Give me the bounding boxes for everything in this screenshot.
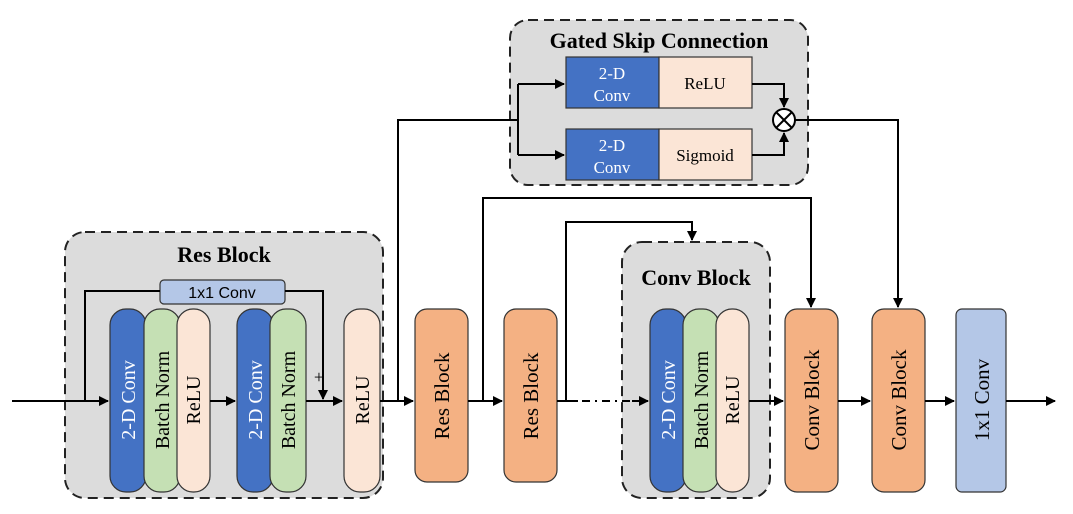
pipeline-conv-block-1-label: Conv Block bbox=[800, 349, 824, 450]
pipeline-res-block-2 bbox=[503, 308, 558, 483]
gate-relu bbox=[658, 56, 753, 109]
cb-conv-label: 2-D Conv bbox=[658, 360, 680, 439]
connections bbox=[12, 79, 1056, 406]
gate-relu-label: ReLU bbox=[684, 74, 726, 93]
sigmoid-to-multiply-arrow bbox=[752, 132, 789, 156]
gate-conv-top-label-2: Conv bbox=[594, 86, 631, 105]
res-out-relu-label: ReLU bbox=[352, 375, 374, 424]
res-block-title: Res Block bbox=[177, 242, 271, 267]
gate-conv-top-label-1: 2-D bbox=[599, 64, 625, 83]
multiply-symbol-stroke-2 bbox=[775, 111, 793, 129]
pipeline-blocks: Res Block Res Block Conv Block Conv Bloc… bbox=[414, 308, 1007, 493]
residual-plus: + bbox=[314, 367, 324, 387]
skip-to-conv-block-1-arrow bbox=[482, 197, 816, 401]
res-conv-2-label: 2-D Conv bbox=[245, 360, 267, 439]
res-norm-2-label: Batch Norm bbox=[278, 350, 300, 449]
conv-block-title: Conv Block bbox=[641, 265, 751, 290]
gate-conv-bottom bbox=[565, 128, 660, 181]
gated-skip-connection-group: Gated Skip Connection 2-D Conv ReLU 2-D … bbox=[509, 19, 809, 186]
res-block-detail-group: Res Block 1x1 Conv 2-D Conv Batch Norm R… bbox=[64, 231, 384, 499]
pipeline-conv-block-2-label: Conv Block bbox=[887, 349, 911, 450]
cb-norm-label: Batch Norm bbox=[691, 350, 713, 449]
gate-sigmoid-label: Sigmoid bbox=[676, 146, 734, 165]
res-conv-1-label: 2-D Conv bbox=[118, 360, 140, 439]
cb-relu-label: ReLU bbox=[722, 375, 744, 424]
conv-block-detail-group: Conv Block 2-D Conv Batch Norm ReLU bbox=[621, 241, 771, 499]
res-relu-1-label: ReLU bbox=[183, 375, 205, 424]
shortcut-label: 1x1 Conv bbox=[188, 285, 256, 302]
gate-to-conv-block-2-arrow bbox=[795, 119, 903, 308]
res-norm-1-label: Batch Norm bbox=[152, 350, 174, 449]
pipeline-res-block-1-label: Res Block bbox=[430, 352, 454, 439]
skip-to-conv-block-arrow bbox=[565, 221, 697, 401]
shortcut-out-arrow bbox=[285, 290, 328, 400]
pipeline-res-block-2-label: Res Block bbox=[519, 352, 543, 439]
gate-sigmoid bbox=[658, 128, 753, 181]
gate-conv-bottom-label-2: Conv bbox=[594, 158, 631, 177]
pipeline-res-block-1 bbox=[414, 308, 469, 483]
gate-conv-top bbox=[565, 56, 660, 109]
gated-skip-title: Gated Skip Connection bbox=[550, 28, 769, 53]
gate-conv-bottom-label-1: 2-D bbox=[599, 136, 625, 155]
relu-to-multiply-arrow bbox=[752, 83, 789, 108]
pipeline-final-1x1-conv-label: 1x1 Conv bbox=[970, 358, 994, 441]
shortcut-in-line bbox=[84, 290, 160, 401]
skip-to-gate-line bbox=[397, 119, 518, 401]
